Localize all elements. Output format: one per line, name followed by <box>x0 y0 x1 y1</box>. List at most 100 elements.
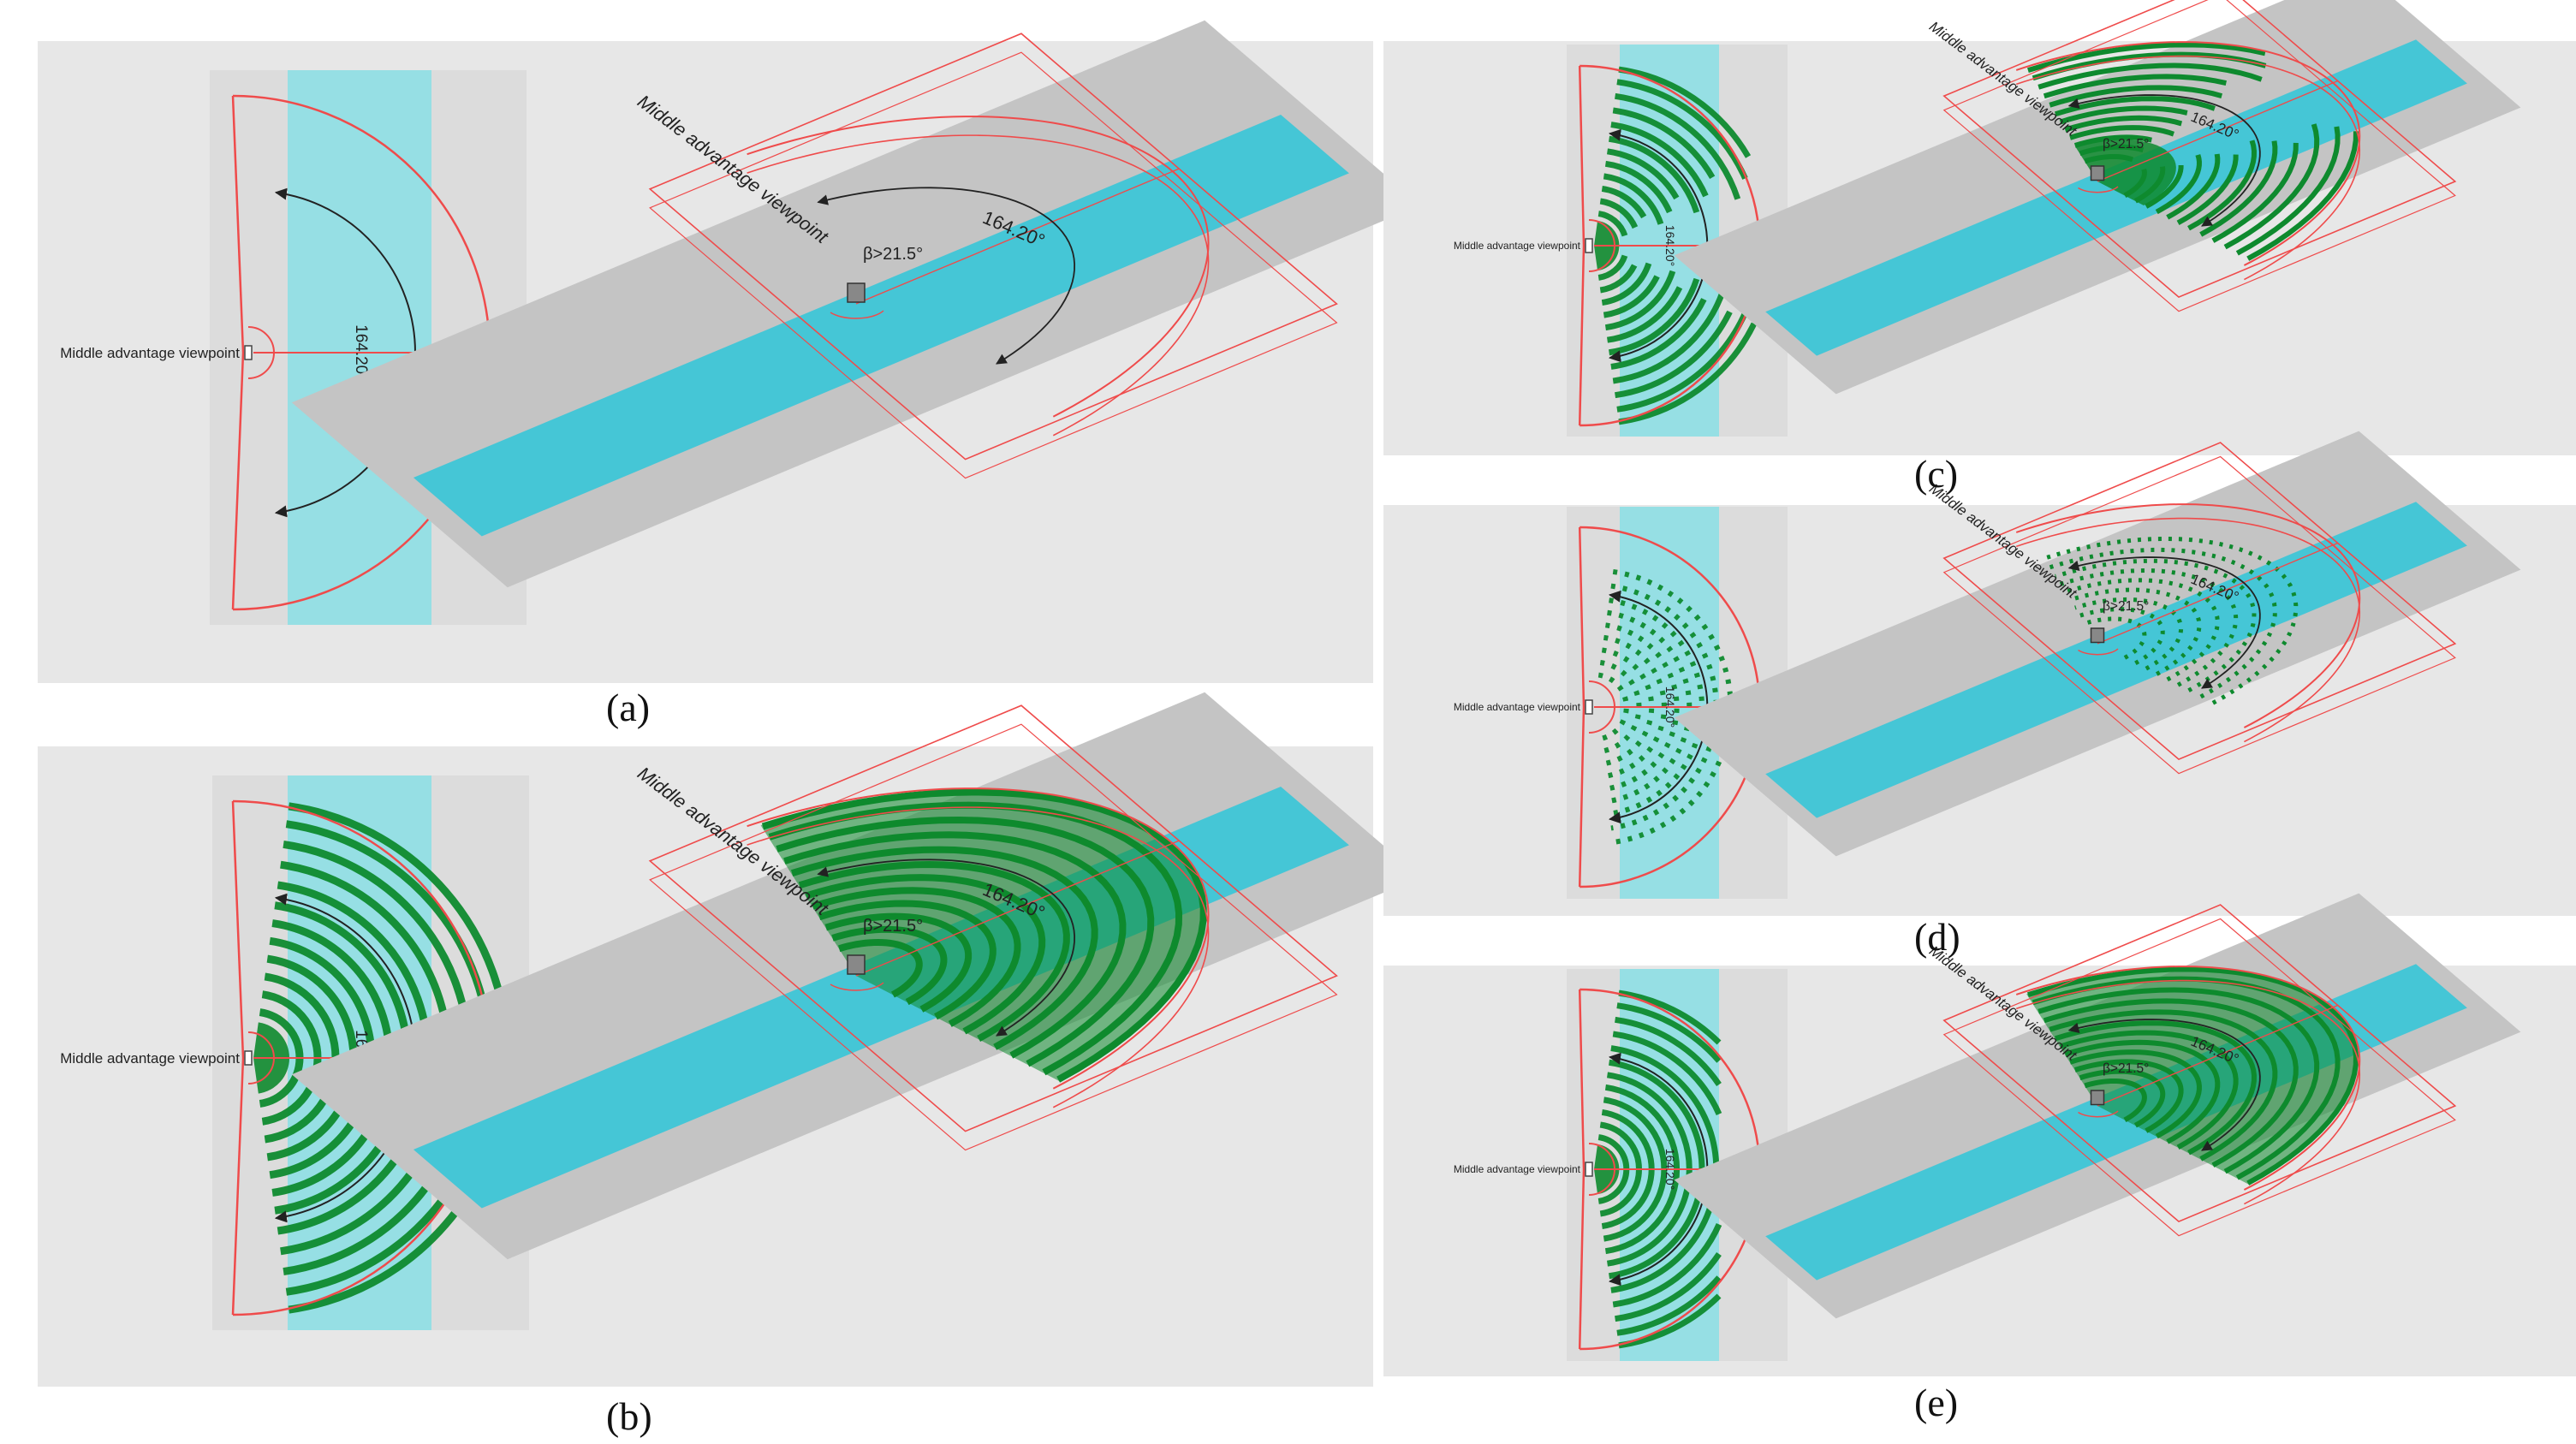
river-plan <box>1620 507 1719 899</box>
boundary-box-iso-base <box>1942 455 2456 775</box>
vegetation-ring <box>1615 310 1733 399</box>
viewpoint-marker <box>244 345 253 360</box>
angle-label-plan: 164.20° <box>1663 225 1677 266</box>
panel-label-c: (c) <box>1914 452 1959 496</box>
angle-arc-iso <box>2067 1019 2261 1151</box>
beta-arc-plan <box>247 326 275 379</box>
panel-label-a: (a) <box>606 686 651 729</box>
boundary-box-iso-base <box>649 723 1338 1151</box>
vegetation-ring-iso <box>2038 62 2263 90</box>
vegetation-ring-iso <box>2199 140 2278 237</box>
viewpoint-marker <box>244 1050 253 1066</box>
boundary-box-iso <box>1942 442 2457 761</box>
vegetation-ring <box>1618 1293 1722 1349</box>
boundary-box-iso-base <box>649 51 1338 479</box>
beta-arc-iso <box>2078 186 2119 193</box>
viewpoint-cube <box>2090 165 2105 181</box>
boundary-edge <box>1578 245 1585 426</box>
boundary-edge <box>231 95 245 354</box>
vegetation-ring <box>1616 1002 1722 1063</box>
viewpoint-label: Middle advantage viewpoint <box>1454 240 1581 252</box>
angle-arc-iso <box>817 859 1076 1037</box>
beta-arc-plan <box>247 1031 275 1084</box>
viewpoint-label: Middle advantage viewpoint <box>60 1050 240 1067</box>
vegetation-ring-iso <box>2049 547 2277 699</box>
vegetation-ring-iso <box>2235 126 2341 256</box>
viewpoint-marker <box>1585 1162 1593 1177</box>
vegetation-ring <box>1618 322 1758 425</box>
boundary-box-iso-base <box>1942 918 2456 1237</box>
panel-label-e: (e) <box>1914 1381 1959 1424</box>
boundary-arc-iso-base <box>747 806 1210 1108</box>
panel-e: 164.20° Middle advantage viewpoint164.20°… <box>1383 893 2576 1376</box>
vegetation-ring-iso <box>2027 42 2266 73</box>
iso-view: 164.20°β>21.5°Middle advantage viewpoint <box>291 692 1421 1260</box>
beta-arc-iso <box>2078 648 2119 656</box>
boundary-box-iso <box>1942 0 2457 299</box>
viewpoint-marker <box>1585 699 1593 715</box>
boundary-edge <box>231 352 245 610</box>
beta-arc-iso <box>830 310 884 319</box>
vegetation-ring-iso <box>2211 142 2299 243</box>
vegetation-ring-iso <box>2246 131 2359 261</box>
beta-label: β>21.5° <box>2103 137 2149 152</box>
vegetation-ring-iso <box>2223 123 2320 250</box>
boundary-box-iso <box>648 704 1338 1132</box>
vegetation-ring <box>1618 66 1752 158</box>
boundary-arc-iso-base <box>2015 55 2361 281</box>
vegetation-ring <box>1615 1016 1722 1086</box>
iso-view: 164.20°β>21.5°Middle advantage viewpoint <box>1674 0 2521 395</box>
angle-label-plan: 164.20° <box>352 324 370 381</box>
vegetation-ring <box>1610 122 1709 198</box>
panel-d: 164.20°Middle advantage viewpoint164.20°… <box>1383 431 2576 916</box>
viewpoint-marker <box>1585 238 1593 253</box>
vegetation-ring <box>1612 1223 1722 1308</box>
panel-c: 164.20° Middle advantage viewpoint 164.20°… <box>1383 0 2576 455</box>
beta-label: β>21.5° <box>863 245 923 264</box>
boundary-edge <box>231 1057 245 1316</box>
angle-label-plan: 164.20° <box>1663 1149 1677 1190</box>
viewpoint-cube <box>2090 1090 2105 1106</box>
viewpoint-label: Middle advantage viewpoint <box>1454 1163 1581 1175</box>
angle-arc-iso <box>2067 94 2261 227</box>
vegetation-ring <box>1610 298 1707 370</box>
vegetation-ring <box>1615 92 1741 200</box>
vegetation-ring <box>1615 1252 1722 1322</box>
viewpoint-label: Middle advantage viewpoint <box>60 345 240 361</box>
beta-arc-iso <box>830 982 884 991</box>
vegetation-ring <box>1616 295 1755 413</box>
viewpoint-label: Middle advantage viewpoint <box>1454 701 1581 713</box>
angle-label-plan: 164.20° <box>1663 686 1677 728</box>
panel-label-b: (b) <box>606 1394 652 1438</box>
vegetation-ring-iso <box>2043 74 2227 99</box>
plan-view: 164.20° Middle advantage viewpoint <box>1454 969 1788 1361</box>
boundary-box-iso-base <box>1942 0 2456 312</box>
boundary-box-iso <box>1942 904 2457 1223</box>
angle-arc-iso <box>2067 556 2261 689</box>
vegetation-ring <box>1616 1275 1722 1336</box>
panel-a: 164.20°Middle advantage viewpoint164.20°… <box>38 20 1421 683</box>
vegetation-ring <box>1607 609 1693 805</box>
beta-arc-iso <box>2078 1110 2119 1118</box>
vegetation-ring <box>1609 277 1700 356</box>
boundary-edge <box>1578 989 1585 1170</box>
vegetation-ring <box>1601 185 1647 219</box>
viewpoint-cube <box>847 954 866 975</box>
vegetation-ring <box>1612 287 1728 384</box>
panel-label-d: (d) <box>1914 915 1960 959</box>
viewpoint-cube <box>847 282 866 303</box>
vegetation-ring <box>1609 135 1700 214</box>
vegetation-ring-iso <box>2049 85 2223 108</box>
boundary-box-iso <box>648 33 1338 461</box>
vegetation-ring <box>1616 79 1748 180</box>
beta-label: β>21.5° <box>2103 599 2149 614</box>
viewpoint-cube <box>2090 627 2105 644</box>
boundary-arc-iso-base <box>2015 979 2361 1205</box>
boundary-arc-iso-base <box>747 134 1210 437</box>
boundary-arc-iso-base <box>2015 517 2361 743</box>
boundary-edge <box>1578 1168 1585 1350</box>
boundary-edge <box>1578 706 1585 888</box>
vegetation-ring <box>1603 634 1667 780</box>
panel-b: 164.20°Middle advantage viewpoint164.20°… <box>38 692 1421 1387</box>
